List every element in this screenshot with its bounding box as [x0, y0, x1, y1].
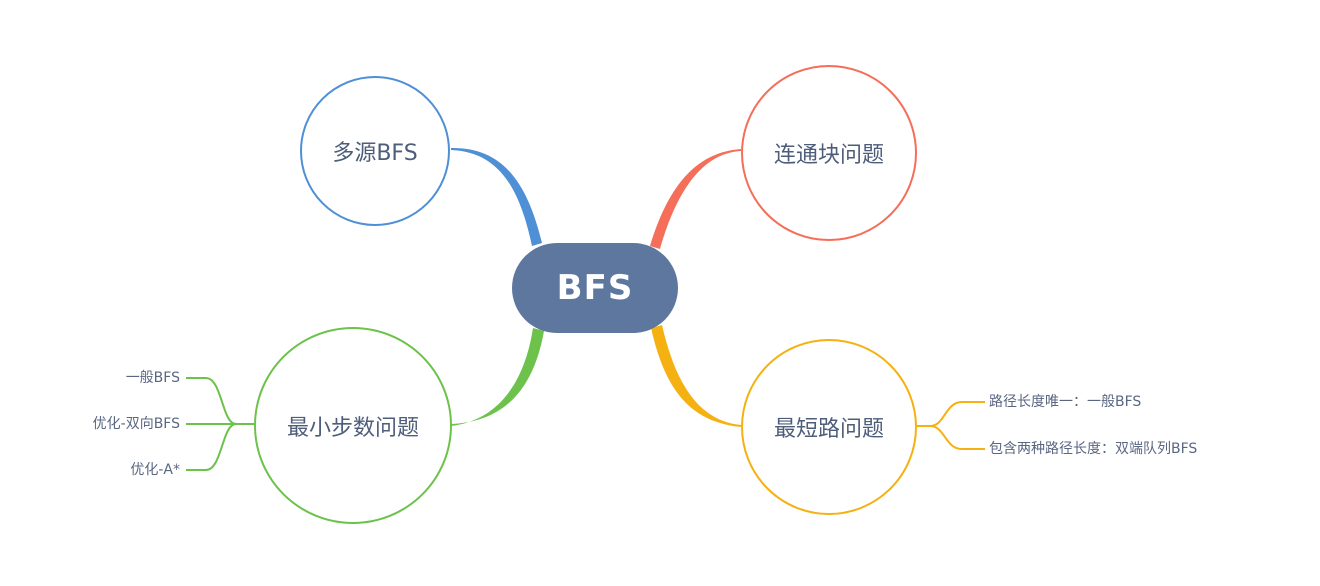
- branch-multi-source: [451, 147, 542, 246]
- topic-label: 最小步数问题: [286, 415, 419, 441]
- topic-shortest-path[interactable]: 最短路问题: [741, 339, 917, 515]
- subtopic-deque-bfs[interactable]: 包含两种路径长度：双端队列BFS: [989, 441, 1198, 457]
- subtopic-a-star[interactable]: 优化-A*: [130, 462, 180, 478]
- min-steps-child-connectors: [186, 377, 254, 471]
- branch-shortest-path: [651, 325, 741, 427]
- root-label: BFS: [556, 268, 634, 308]
- branch-min-steps: [451, 328, 544, 426]
- root-node-bfs[interactable]: BFS: [512, 243, 678, 333]
- topic-connected-components[interactable]: 连通块问题: [741, 65, 917, 241]
- topic-label: 最短路问题: [773, 417, 884, 442]
- topic-label: 多源BFS: [332, 141, 418, 166]
- subtopic-general-bfs[interactable]: 一般BFS: [125, 370, 180, 386]
- topic-multi-source-bfs[interactable]: 多源BFS: [300, 76, 450, 226]
- topic-label: 连通块问题: [773, 143, 884, 168]
- topic-min-steps[interactable]: 最小步数问题: [254, 327, 452, 524]
- shortest-path-child-connectors: [917, 401, 985, 450]
- subtopic-unique-length-bfs[interactable]: 路径长度唯一：一般BFS: [989, 394, 1142, 410]
- subtopic-bidirectional-bfs[interactable]: 优化-双向BFS: [92, 416, 180, 432]
- branch-connected: [650, 149, 741, 249]
